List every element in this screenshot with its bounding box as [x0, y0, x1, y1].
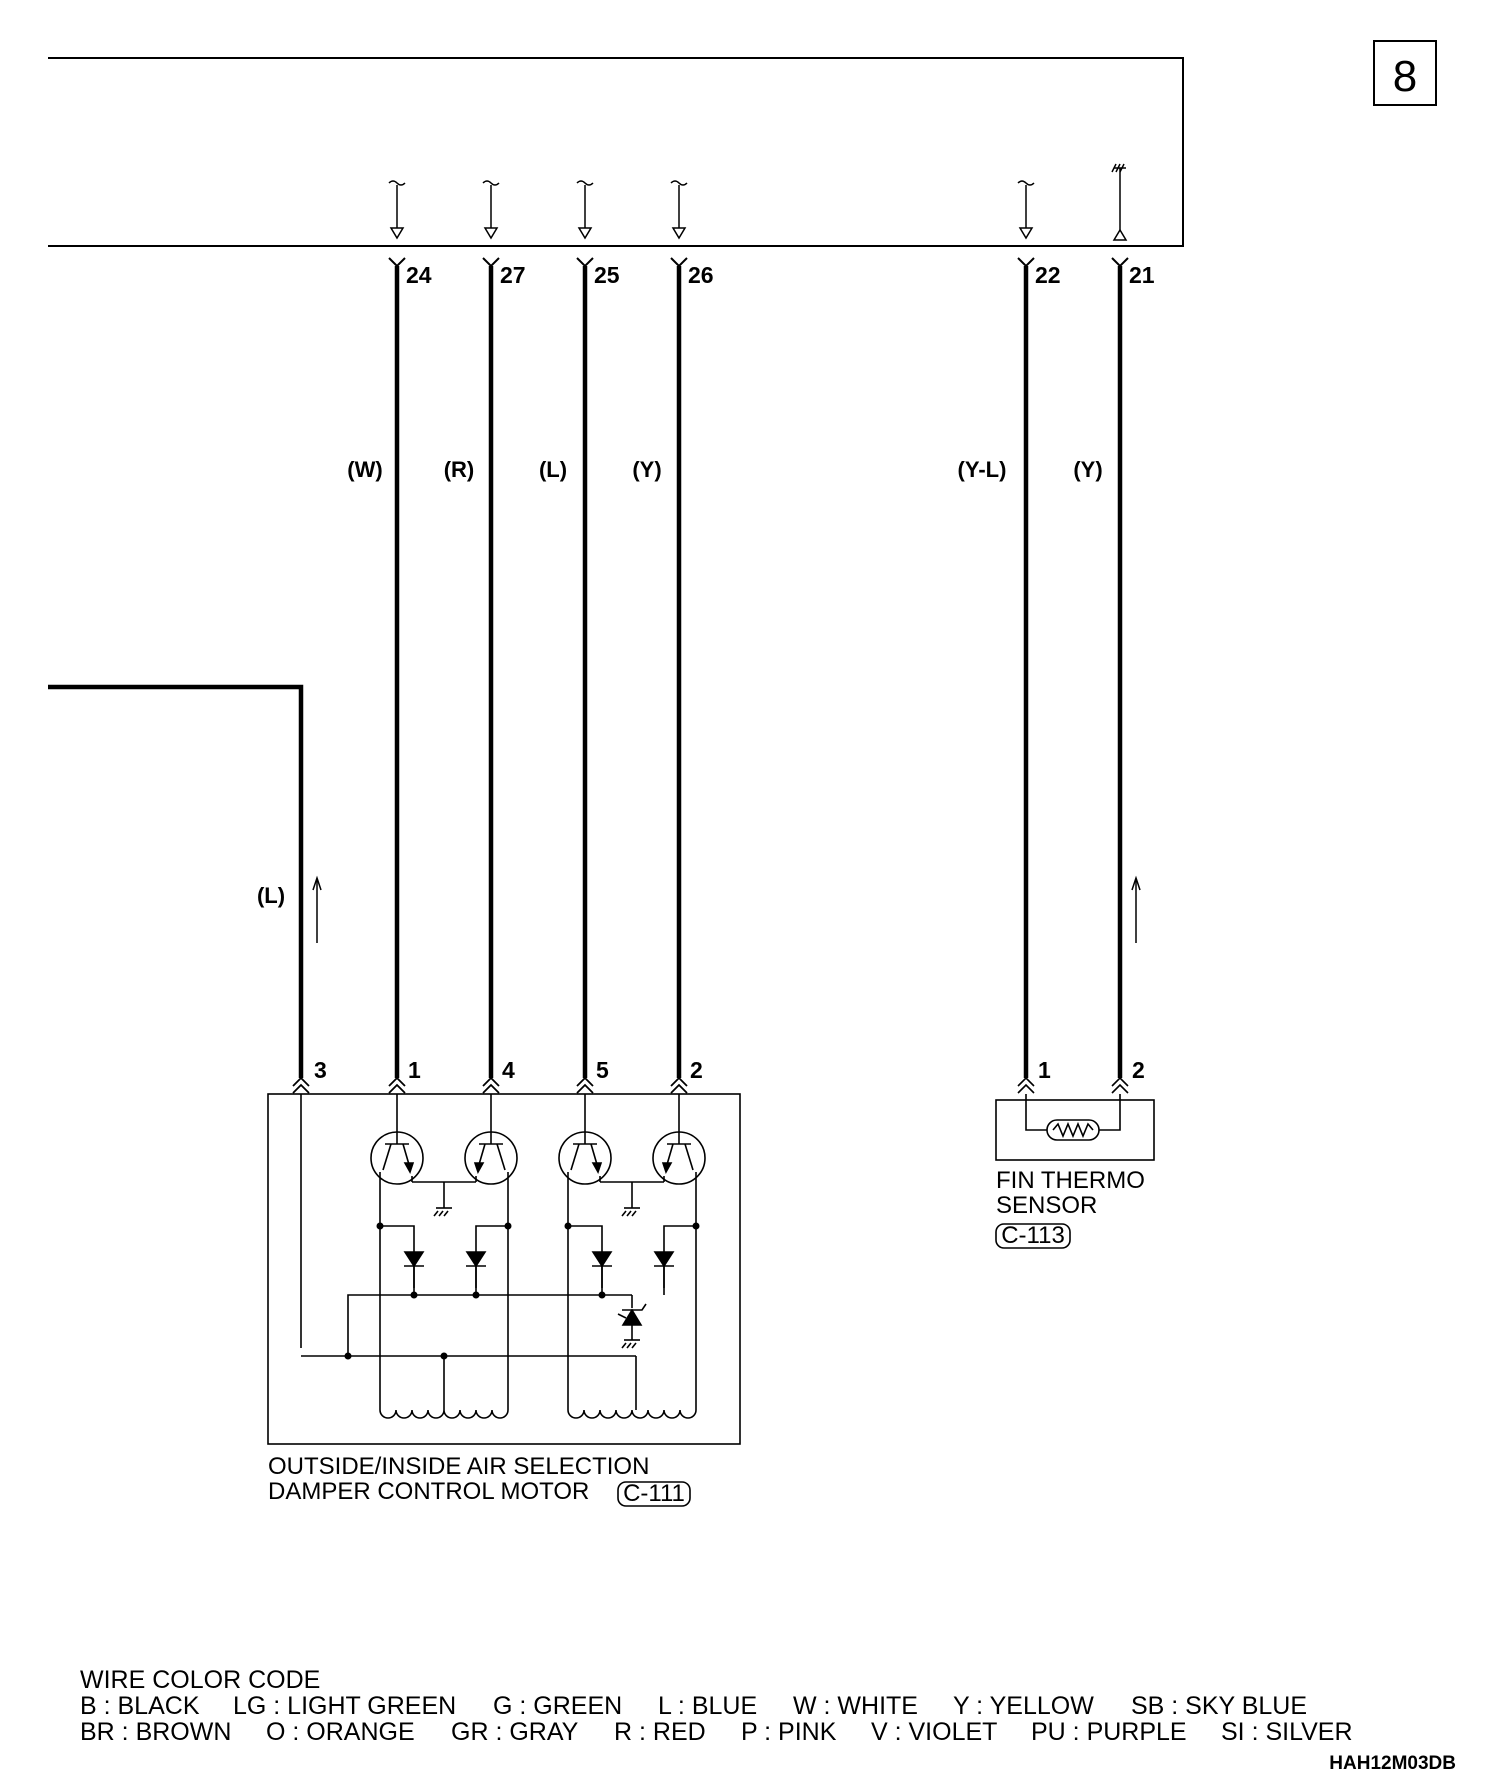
ecu-pin-21: 21 — [1129, 262, 1155, 288]
transistor-icon — [558, 1131, 612, 1226]
wire-color-26: (Y) — [632, 457, 661, 482]
coil-icon — [567, 1409, 697, 1419]
ecu-pin-24: 24 — [406, 262, 432, 288]
motor-pin-5: 5 — [596, 1057, 609, 1083]
damper-motor-caption: OUTSIDE/INSIDE AIR SELECTION DAMPER CONT… — [268, 1453, 691, 1507]
legend-pu: PU : PURPLE — [1031, 1718, 1187, 1746]
damper-motor-box — [267, 1093, 741, 1445]
damper-motor-connector: C-111 — [623, 1480, 685, 1507]
ecu-box — [48, 57, 1184, 247]
ecu-pin-25: 25 — [594, 262, 620, 288]
legend-sb: SB : SKY BLUE — [1131, 1692, 1307, 1720]
sensor-label-2: SENSOR — [996, 1192, 1097, 1219]
wire-color-21: (Y) — [1073, 457, 1102, 482]
sensor-caption: FIN THERMO SENSOR C-113 — [995, 1167, 1145, 1249]
sensor-pin-labels: 1 2 — [1038, 1057, 1145, 1083]
legend-r: R : RED — [614, 1718, 706, 1746]
wire-feed — [48, 684, 304, 1078]
legend-br: BR : BROWN — [80, 1718, 231, 1746]
legend-lg: LG : LIGHT GREEN — [233, 1692, 456, 1720]
transistor-icon — [464, 1131, 518, 1226]
damper-motor-label-2: DAMPER CONTROL MOTOR — [268, 1478, 589, 1505]
legend-w: W : WHITE — [793, 1692, 918, 1720]
wire-color-legend: WIRE COLOR CODE B : BLACK LG : LIGHT GRE… — [80, 1666, 1353, 1746]
wire-color-25: (L) — [539, 457, 567, 482]
wire-color-24: (W) — [347, 457, 382, 482]
wires — [48, 266, 1123, 1078]
motor-pin-2: 2 — [690, 1057, 703, 1083]
sensor-label-1: FIN THERMO — [996, 1167, 1145, 1194]
wire-color-feed: (L) — [257, 883, 285, 908]
ecu-pin-labels: 24 27 25 26 22 21 — [406, 262, 1155, 288]
coil-icon — [379, 1409, 509, 1419]
wire-color-27: (R) — [444, 457, 475, 482]
ecu-pin-26: 26 — [688, 262, 714, 288]
fin-thermo-sensor-box — [995, 1099, 1155, 1161]
motor-pin-4: 4 — [502, 1057, 515, 1083]
current-flow-arrows — [312, 875, 1141, 943]
sensor-pin-2: 2 — [1132, 1057, 1145, 1083]
sensor-pin-1: 1 — [1038, 1057, 1051, 1083]
legend-si: SI : SILVER — [1221, 1718, 1353, 1746]
damper-motor-label-1: OUTSIDE/INSIDE AIR SELECTION — [268, 1453, 649, 1480]
legend-v: V : VIOLET — [871, 1718, 997, 1746]
junction-dots — [344, 1222, 700, 1360]
legend-b: B : BLACK — [80, 1692, 200, 1720]
legend-p: P : PINK — [741, 1718, 837, 1746]
legend-g: G : GREEN — [493, 1692, 622, 1720]
wire-color-22: (Y-L) — [958, 457, 1007, 482]
motor-pin-3: 3 — [314, 1057, 327, 1083]
ecu-pin-22: 22 — [1035, 262, 1061, 288]
legend-l: L : BLUE — [658, 1692, 757, 1720]
legend-gr: GR : GRAY — [451, 1718, 579, 1746]
legend-y: Y : YELLOW — [953, 1692, 1094, 1720]
damper-motor — [267, 1093, 741, 1445]
ecu-pin-27: 27 — [500, 262, 526, 288]
wire-color-labels: (W) (R) (L) (Y) (Y-L) (Y) (L) — [257, 457, 1103, 908]
transistor-icon — [370, 1131, 424, 1226]
transistor-icon — [652, 1131, 706, 1226]
page-number: 8 — [1393, 52, 1417, 101]
legend-title: WIRE COLOR CODE — [80, 1666, 320, 1694]
thermistor-icon — [1046, 1119, 1100, 1141]
motor-pin-labels: 3 1 4 5 2 — [314, 1057, 703, 1083]
page-number-box: 8 — [1373, 40, 1437, 106]
ecu-internal-symbols — [388, 163, 1128, 241]
sensor-connector: C-113 — [1001, 1222, 1065, 1249]
motor-connector-markers — [292, 1076, 688, 1094]
figure-code: HAH12M03DB — [1329, 1753, 1456, 1774]
fin-thermo-sensor — [995, 1076, 1155, 1161]
motor-pin-1: 1 — [408, 1057, 421, 1083]
legend-o: O : ORANGE — [266, 1718, 415, 1746]
